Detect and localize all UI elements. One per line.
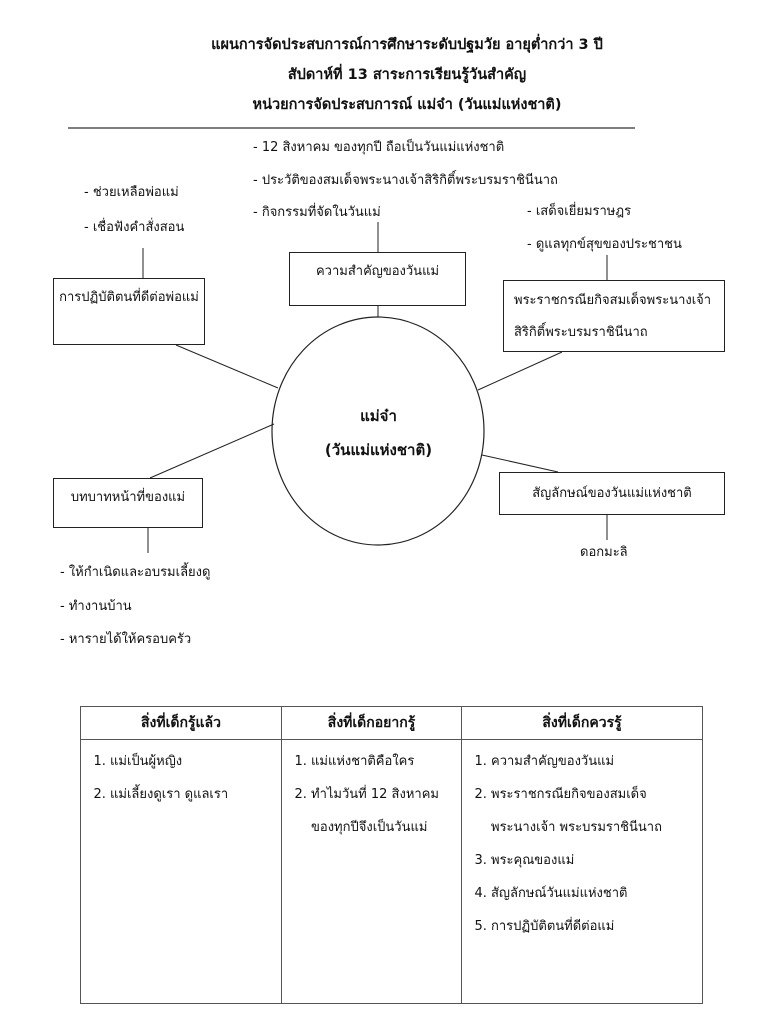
table-cell-known: แม่เป็นผู้หญิง แม่เลี้ยงดูเรา ดูแลเรา (80, 739, 282, 1004)
connector (175, 344, 279, 389)
bullet: - กิจกรรมที่จัดในวันแม่ (253, 205, 381, 220)
node-importance: ความสำคัญของวันแม่ (289, 252, 466, 306)
table-cell-should: ความสำคัญของวันแม่ พระราชกรณียกิจของสมเด… (461, 739, 703, 1004)
bullet: - เสด็จเยี่ยมราษฎร (527, 204, 632, 219)
list-item: พระคุณของแม่ (491, 844, 671, 877)
node-royal-duties: พระราชกรณียกิจสมเด็จพระนางเจ้า สิริกิติ์… (503, 280, 725, 352)
list-item: ทำไมวันที่ 12 สิงหาคม ของทุกปีจึงเป็นวัน… (311, 778, 456, 844)
center-title: แม่จ๋า (360, 407, 397, 425)
bullet: - ดูแลทุกข์สุขของประชาชน (527, 237, 682, 252)
node-role: บทบาทหน้าที่ของแม่ (53, 478, 203, 528)
node-label: พระราชกรณียกิจสมเด็จพระนางเจ้า (514, 293, 712, 308)
list-item: ความสำคัญของวันแม่ (491, 745, 671, 778)
table-header: สิ่งที่เด็กควรรู้ (461, 706, 703, 740)
connector (477, 351, 563, 391)
bullet: - ทำงานบ้าน (60, 599, 132, 614)
center-ellipse (271, 316, 485, 546)
list-item: พระราชกรณียกิจของสมเด็จ พระนางเจ้า พระบร… (491, 778, 671, 844)
doc-subtitle-week: สัปดาห์ที่ 13 สาระการเรียนรู้วันสำคัญ (287, 67, 527, 83)
connector (149, 423, 275, 479)
bullet: - ประวัติของสมเด็จพระนางเจ้าสิริกิติ์พระ… (253, 173, 558, 188)
table-header: สิ่งที่เด็กรู้แล้ว (80, 706, 282, 740)
table-header: สิ่งที่เด็กอยากรู้ (281, 706, 462, 740)
table-cell-want: แม่แห่งชาติคือใคร ทำไมวันที่ 12 สิงหาคม … (281, 739, 462, 1004)
node-label: ความสำคัญของวันแม่ (315, 264, 440, 279)
list-item: สัญลักษณ์วันแม่แห่งชาติ (491, 877, 671, 910)
bullet: - ช่วยเหลือพ่อแม่ (84, 185, 179, 200)
node-label: สิริกิติ์พระบรมราชินีนาถ (514, 325, 648, 340)
symbol-item: ดอกมะลิ (580, 545, 628, 560)
bullet: - หารายได้ให้ครอบครัว (60, 632, 192, 647)
list-item: แม่เลี้ยงดูเรา ดูแลเรา (110, 778, 280, 811)
doc-subtitle-unit: หน่วยการจัดประสบการณ์ แม่จ๋า (วันแม่แห่ง… (252, 97, 562, 113)
bullet: - เชื่อฟังคำสั่งสอน (84, 220, 185, 235)
knowledge-table: สิ่งที่เด็กรู้แล้ว สิ่งที่เด็กอยากรู้ สิ… (80, 706, 703, 1004)
list-item: แม่เป็นผู้หญิง (110, 745, 280, 778)
node-behavior: การปฏิบัติตนที่ดีต่อพ่อแม่ (53, 278, 205, 345)
list-item: การปฏิบัติตนที่ดีต่อแม่ (491, 910, 671, 943)
node-symbol: สัญลักษณ์ของวันแม่แห่งชาติ (499, 472, 725, 515)
node-label: การปฏิบัติตนที่ดีต่อพ่อแม่ (59, 290, 199, 305)
bullet: - ให้กำเนิดและอบรมเลี้ยงดู (60, 565, 211, 580)
connector (481, 454, 559, 473)
list-item: แม่แห่งชาติคือใคร (311, 745, 456, 778)
center-subtitle: (วันแม่แห่งชาติ) (324, 441, 433, 459)
doc-title: แผนการจัดประสบการณ์การศึกษาระดับปฐมวัย อ… (211, 37, 603, 53)
node-label: บทบาทหน้าที่ของแม่ (70, 490, 186, 505)
node-label: สัญลักษณ์ของวันแม่แห่งชาติ (532, 486, 692, 501)
bullet: - 12 สิงหาคม ของทุกปี ถือเป็นวันแม่แห่งช… (253, 140, 505, 155)
